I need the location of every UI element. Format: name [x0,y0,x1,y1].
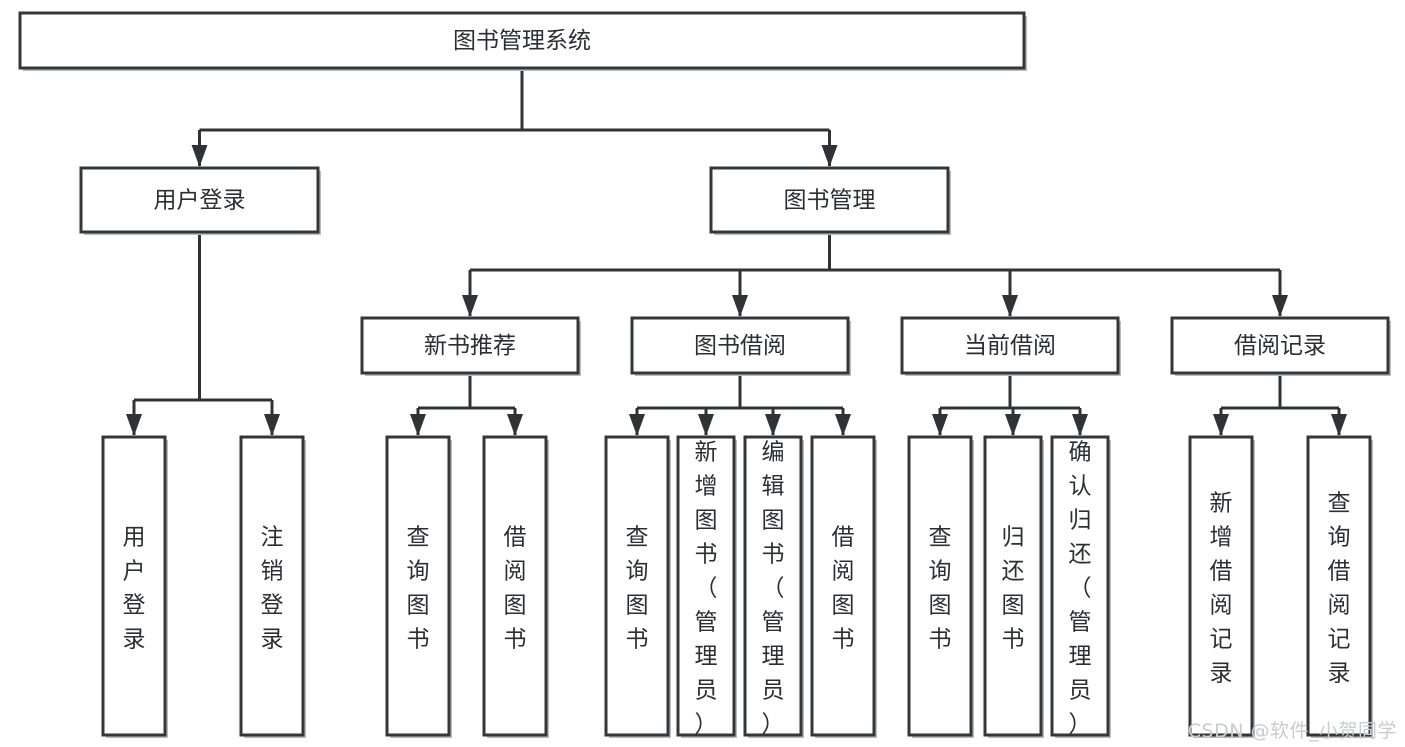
node-leaf-add-book[interactable]: 新增图书（管理员） [676,435,737,738]
node-leaf-borrow-book-rec[interactable]: 借阅图书 [482,435,549,738]
csdn-watermark: CSDN @软件_小贺同学 [1187,720,1397,742]
arrow-head-icon [1272,295,1288,317]
node-leaf-confirm-return[interactable]: 确认归还（管理员） [1050,435,1111,738]
node-leaf-user-logout[interactable]: 注销登录 [239,435,306,738]
node-label: 借阅记录 [1234,333,1326,359]
node-label: 图书管理系统 [453,28,591,54]
node-leaf-query-book-cur[interactable]: 查询图书 [907,435,974,738]
arrow-head-icon [264,414,280,436]
nodes-layer: 图书管理系统用户登录图书管理新书推荐图书借阅当前借阅借阅记录用户登录注销登录查询… [18,11,1391,738]
arrow-head-icon [1072,414,1088,436]
node-label: 借阅图书 [504,525,527,653]
node-label: 当前借阅 [964,333,1056,359]
node-label: 图书借阅 [694,333,786,359]
node-label: 新书推荐 [424,333,516,359]
arrow-head-icon [191,145,208,167]
node-label: 查询借阅记录 [1328,491,1351,687]
arrow-head-icon [821,145,838,167]
node-book-borrow[interactable]: 图书借阅 [630,316,851,376]
arrow-head-icon [410,414,426,436]
node-leaf-query-book-bor[interactable]: 查询图书 [604,435,671,738]
node-new-book-recommend[interactable]: 新书推荐 [360,316,581,376]
arrow-head-icon [835,414,851,436]
node-leaf-return-book[interactable]: 归还图书 [983,435,1044,738]
arrow-head-icon [698,414,714,436]
node-leaf-edit-book[interactable]: 编辑图书（管理员） [743,435,804,738]
node-label: 编辑图书（管理员） [762,440,785,738]
node-book-manage[interactable]: 图书管理 [709,166,951,235]
node-label: 查询图书 [626,525,649,653]
node-label: 用户登录 [154,188,246,214]
arrow-head-icon [1002,295,1018,317]
arrow-head-icon [126,414,142,436]
node-label: 新增借阅记录 [1210,491,1233,687]
arrow-head-icon [507,414,523,436]
node-borrow-record[interactable]: 借阅记录 [1170,316,1391,376]
node-label: 图书管理 [784,188,876,214]
node-label: 借阅图书 [832,525,855,653]
arrow-head-icon [1005,414,1021,436]
node-root[interactable]: 图书管理系统 [18,11,1027,71]
node-label: 归还图书 [1002,525,1025,653]
arrow-head-icon [765,414,781,436]
arrow-head-icon [629,414,645,436]
arrow-head-icon [932,414,948,436]
node-label: 新增图书（管理员） [695,440,718,738]
node-leaf-query-book-rec[interactable]: 查询图书 [385,435,452,738]
node-leaf-user-login[interactable]: 用户登录 [101,435,168,738]
connectors-layer [126,68,1347,436]
node-label: 注销登录 [261,525,284,653]
node-label: 用户登录 [123,525,146,653]
node-leaf-borrow-book-bor[interactable]: 借阅图书 [810,435,877,738]
arrow-head-icon [462,295,478,317]
node-label: 查询图书 [929,525,952,653]
arrow-head-icon [1331,414,1347,436]
node-label: 查询图书 [407,525,430,653]
node-label: 确认归还（管理员） [1069,440,1092,738]
arrow-head-icon [1213,414,1229,436]
node-current-borrow[interactable]: 当前借阅 [900,316,1121,376]
node-leaf-add-record[interactable]: 新增借阅记录 [1188,435,1255,738]
node-user-login[interactable]: 用户登录 [79,166,321,235]
node-leaf-query-record[interactable]: 查询借阅记录 [1306,435,1373,738]
arrow-head-icon [732,295,748,317]
